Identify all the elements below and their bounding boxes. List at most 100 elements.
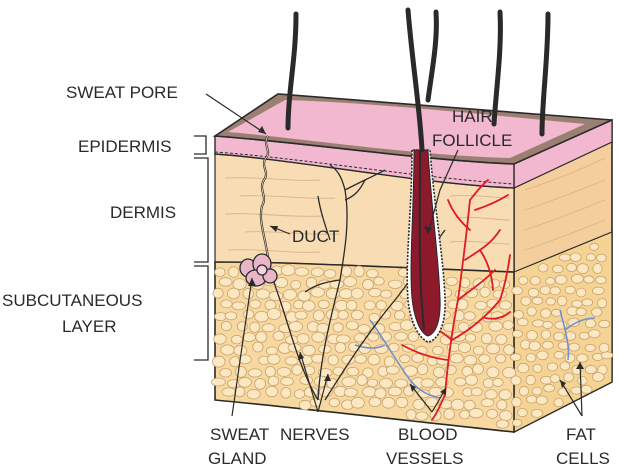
label-sweat-gland-line2: GLAND: [208, 449, 267, 468]
fat-cell: [517, 318, 528, 326]
fat-cell: [381, 290, 392, 298]
fat-cell: [388, 387, 402, 396]
fat-cell: [541, 309, 551, 318]
fat-cell: [532, 297, 543, 304]
fat-cell: [389, 280, 402, 288]
fat-cell: [221, 300, 233, 308]
fat-cell: [346, 300, 357, 310]
fat-cell: [277, 367, 291, 376]
fat-cell: [473, 364, 484, 375]
fat-cell: [510, 354, 521, 361]
fat-cell: [417, 364, 427, 375]
fat-cell: [344, 277, 357, 287]
label-subcutaneous-line2: LAYER: [62, 317, 117, 336]
fat-cell: [396, 397, 408, 407]
fat-cell: [214, 334, 226, 344]
fat-cell: [339, 289, 353, 299]
fat-cell: [273, 332, 284, 341]
fat-cell: [347, 367, 359, 376]
fat-cell: [550, 287, 561, 295]
fat-cell: [464, 355, 477, 365]
fat-cell: [406, 410, 416, 420]
fat-cell: [228, 288, 240, 299]
fat-cell: [262, 324, 275, 332]
fat-cell: [460, 410, 470, 419]
fat-cell: [533, 364, 542, 372]
fat-cell: [581, 385, 592, 393]
fat-cell: [354, 266, 364, 277]
fat-cell: [342, 377, 356, 387]
fat-cell: [250, 322, 260, 332]
label-epidermis: EPIDERMIS: [78, 137, 172, 156]
fat-cell: [540, 286, 551, 294]
fat-cell: [250, 300, 261, 309]
fat-cell: [297, 334, 309, 344]
fat-cell: [215, 268, 225, 277]
fat-cell: [222, 388, 236, 396]
fat-cell: [269, 291, 283, 300]
fat-cell: [458, 343, 470, 353]
fat-cell: [599, 343, 609, 352]
fat-cell: [469, 408, 483, 418]
fat-cell: [369, 288, 382, 297]
fat-cell: [408, 332, 418, 342]
fat-cell: [593, 264, 602, 274]
fat-cell: [363, 279, 374, 289]
fat-cell: [512, 419, 521, 426]
fat-cell: [329, 398, 339, 407]
fat-cell: [248, 369, 262, 377]
fat-cell: [586, 254, 595, 261]
fat-cell: [489, 279, 500, 288]
fat-cell: [256, 332, 267, 343]
fat-cell: [374, 277, 384, 285]
fat-cell: [526, 354, 536, 362]
fat-cell: [579, 332, 589, 339]
fat-cell: [546, 278, 555, 285]
fat-cell: [267, 309, 280, 320]
fat-cell: [400, 355, 410, 363]
fat-cell: [585, 365, 596, 373]
fat-cell: [569, 343, 580, 351]
fat-cell: [598, 299, 607, 308]
fat-cell: [589, 330, 601, 338]
fat-cell: [212, 356, 225, 367]
fat-cell: [333, 367, 344, 375]
fat-cell: [592, 287, 604, 294]
fat-cell: [585, 344, 595, 351]
fat-cell: [232, 302, 245, 310]
fat-cell: [266, 347, 277, 355]
fat-cell: [599, 320, 610, 327]
fat-cell: [294, 390, 305, 399]
fat-cell: [572, 300, 583, 307]
fat-cell: [256, 289, 270, 299]
label-nerves: NERVES: [280, 425, 350, 444]
layer-brackets: [194, 136, 208, 360]
fat-cell: [592, 373, 604, 382]
fat-cell: [465, 334, 475, 342]
fat-cell: [555, 275, 567, 284]
fat-cell: [552, 265, 563, 273]
fat-cell: [592, 308, 602, 317]
fat-cell: [512, 397, 522, 407]
fat-cell: [243, 288, 253, 299]
fat-cell: [503, 321, 514, 330]
fat-cell: [292, 365, 302, 376]
fat-cell: [546, 298, 555, 305]
fat-cell: [450, 354, 463, 363]
fat-cell: [255, 379, 266, 390]
fat-cell: [560, 362, 570, 370]
fat-cell: [299, 400, 311, 410]
fat-cell: [578, 376, 587, 385]
fat-cell: [355, 355, 367, 364]
fat-cell: [336, 335, 350, 343]
fat-cell: [384, 357, 394, 367]
fat-cell: [368, 354, 380, 365]
fat-cell: [221, 321, 231, 330]
label-fat-line1: FAT: [566, 425, 596, 444]
fat-cell: [291, 280, 301, 289]
fat-cell: [253, 342, 263, 352]
fat-cell: [421, 379, 434, 388]
fat-cell: [351, 397, 364, 408]
fat-cell: [344, 388, 357, 397]
fat-cell: [527, 307, 536, 316]
